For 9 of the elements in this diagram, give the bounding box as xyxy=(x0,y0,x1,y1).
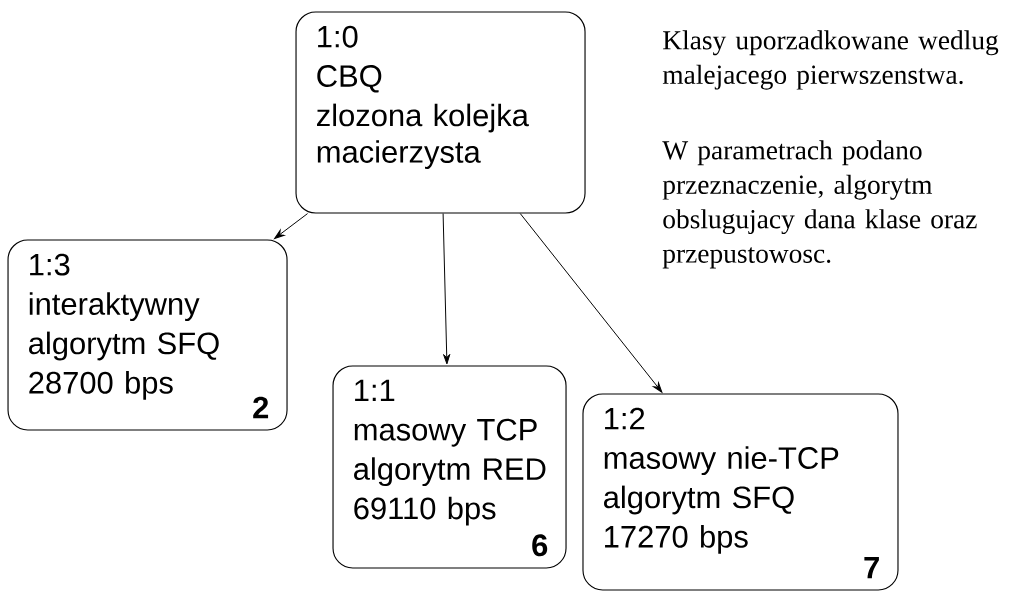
class-box: 1:1 masowy TCP algorytm RED 69110 bps 6 xyxy=(332,365,567,569)
note-text: Klasy uporzadkowane wedlug malejacego pierwszenstwa. xyxy=(662,30,999,90)
class-box: 1:3 interaktywny algorytm SFQ 28700 bps 2 xyxy=(7,239,288,431)
arrow xyxy=(274,213,309,239)
arrow xyxy=(442,213,451,365)
arrow xyxy=(519,213,663,393)
class-box: 1:0 CBQ zlozona kolejka macierzysta xyxy=(295,11,586,214)
class-box: 1:2 masowy nie-TCP algorytm SFQ 17270 bps 7 xyxy=(582,393,899,591)
note-text: W parametrach podano przeznaczenie, algorytm obslugujacy dana klase oraz przepustowosc. xyxy=(662,140,977,269)
